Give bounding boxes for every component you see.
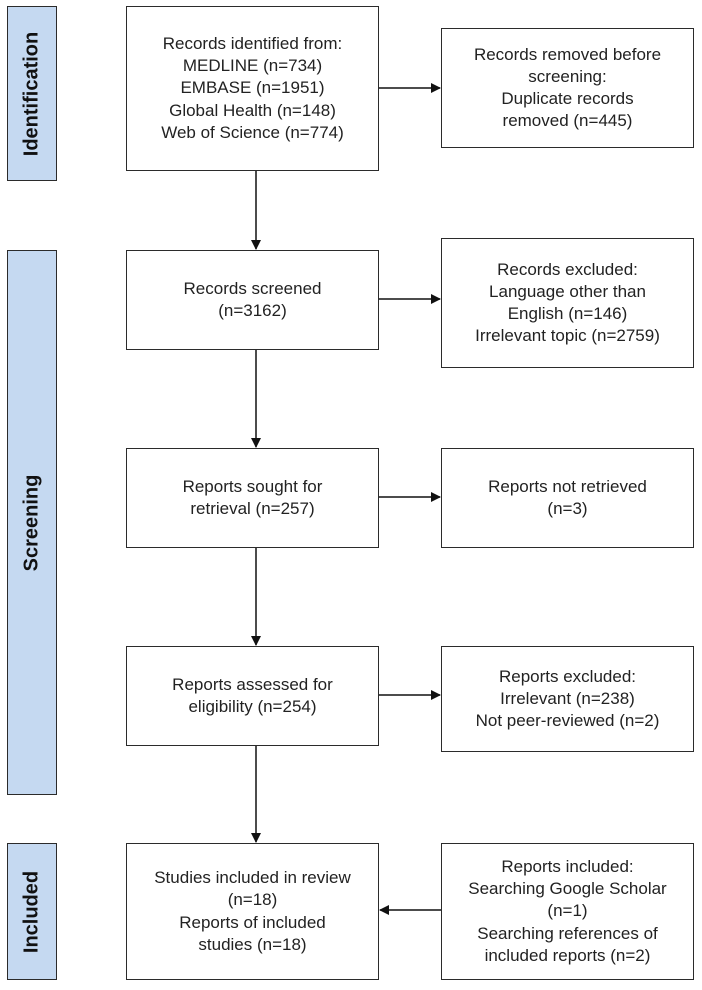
phase-screening: Screening xyxy=(7,250,57,795)
box-line: English (n=146) xyxy=(507,304,628,323)
box-line: (n=18) xyxy=(227,890,278,910)
box-line: Reports not retrieved xyxy=(488,476,647,496)
box-line: screening: xyxy=(528,66,607,86)
box-records-screened: Records screened (n=3162) xyxy=(126,250,379,350)
box-line: Reports excluded: xyxy=(498,666,637,686)
box-line: Irrelevant (n=238) xyxy=(500,688,635,708)
box-line: Reports sought for xyxy=(182,476,323,496)
box-line: Irrelevant topic (n=2759) xyxy=(475,326,660,346)
box-line: removed (n=445) xyxy=(502,111,633,131)
box-line: Searching Google Scholar xyxy=(468,879,667,899)
box-records-excluded: Records excluded: Language other than En… xyxy=(441,238,694,368)
phase-included: Included xyxy=(7,843,57,980)
box-line: Not peer-reviewed (n=2) xyxy=(475,711,660,731)
box-line: Reports of included xyxy=(179,912,326,932)
box-line: EMBASE (n=1951) xyxy=(180,78,325,98)
box-records-removed: Records removed before screening: Duplic… xyxy=(441,28,694,148)
box-line: (n=3162) xyxy=(218,301,287,320)
box-line: Language other than xyxy=(489,281,646,301)
box-reports-included: Reports included: Searching Google Schol… xyxy=(441,843,694,980)
box-line: Reports assessed for xyxy=(172,674,333,694)
box-line: Records identified from: xyxy=(162,34,343,54)
box-reports-excluded: Reports excluded: Irrelevant (n=238) Not… xyxy=(441,646,694,752)
box-line: included reports (n=2) xyxy=(484,945,651,965)
box-line: Reports included: xyxy=(501,857,634,877)
box-line: Duplicate records xyxy=(501,89,634,108)
box-reports-not-retrieved: Reports not retrieved (n=3) xyxy=(441,448,694,548)
box-line: MEDLINE (n=734) xyxy=(182,56,323,76)
box-line: eligibility (n=254) xyxy=(188,697,317,716)
box-line: Records removed before xyxy=(473,44,662,64)
box-studies-included: Studies included in review (n=18) Report… xyxy=(126,843,379,980)
box-line: Searching references of xyxy=(477,923,658,943)
box-line: (n=1) xyxy=(547,901,588,921)
box-line: retrieval (n=257) xyxy=(190,499,315,518)
box-reports-assessed: Reports assessed for eligibility (n=254) xyxy=(126,646,379,746)
phase-identification: Identification xyxy=(7,6,57,181)
box-reports-sought: Reports sought for retrieval (n=257) xyxy=(126,448,379,548)
box-line: (n=3) xyxy=(547,499,588,518)
box-line: studies (n=18) xyxy=(198,934,307,954)
box-line: Web of Science (n=774) xyxy=(161,122,344,142)
box-line: Studies included in review xyxy=(154,868,351,888)
box-records-identified: Records identified from: MEDLINE (n=734)… xyxy=(126,6,379,171)
box-line: Records screened xyxy=(183,278,322,298)
box-line: Records excluded: xyxy=(497,259,638,279)
box-line: Global Health (n=148) xyxy=(169,100,336,120)
